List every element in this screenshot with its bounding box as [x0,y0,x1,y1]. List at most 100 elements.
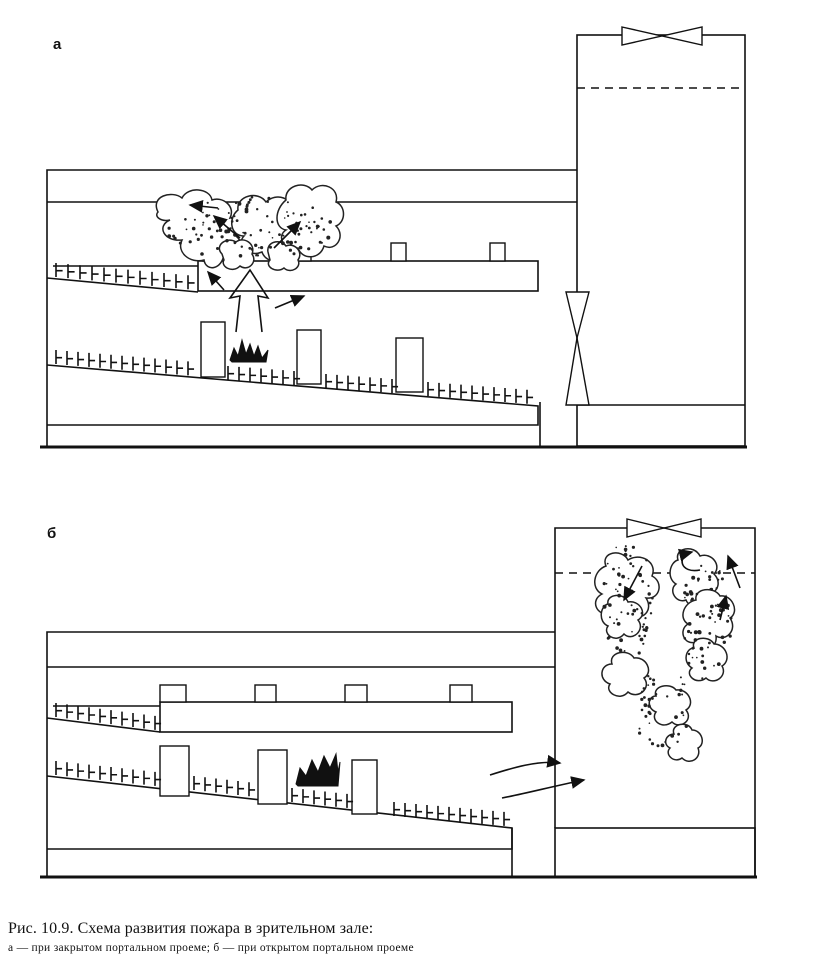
hot-air-up-arrow-a [228,268,270,333]
smoke-speck [647,684,650,686]
seat-tick [335,792,343,807]
smoke-speck [638,727,641,730]
smoke-speck [618,582,622,587]
seat-tick [449,383,457,398]
seat-tick [154,771,162,786]
smoke-speck [623,552,628,557]
smoke-speck [200,252,204,256]
smoke-speck [209,235,214,239]
panel-b-diagram [40,518,757,879]
smoke-speck [225,239,229,243]
smoke-speck [689,591,694,596]
smoke-speck [307,226,311,230]
smoke-speck [681,693,684,696]
seat-tick [248,782,256,797]
smoke-speck [640,697,644,702]
smoke-speck [727,615,730,617]
balcony-exit-b-4 [449,684,473,703]
smoke-speck [322,228,326,231]
smoke-speck [240,245,243,248]
smoke-speck [710,571,714,574]
smoke-speck [286,240,290,244]
smoke-speck [641,580,645,583]
seat-tick [165,359,173,374]
smoke-speck [292,252,296,256]
smoke-speck [631,612,635,616]
seat-tick [324,791,332,806]
smoke-speck [246,203,249,207]
smoke-speck [700,564,703,568]
smoke-arrow-a-2 [212,214,241,239]
smoke-speck [248,198,252,202]
smoke-speck [696,577,700,581]
seat-tick [176,360,184,375]
smoke-speck [700,660,705,664]
smoke-speck [660,743,665,748]
seat-tick [391,379,399,393]
smoke-speck [300,213,303,217]
smoke-speck [632,565,635,568]
smoke-speck [185,228,188,231]
seat-tick [132,769,140,784]
balcony-exit-b-1 [159,684,187,703]
smoke-speck [651,697,654,700]
seat-tick [154,715,162,730]
seat-rows-stalls-a [55,350,534,404]
smoke-speck [207,227,211,231]
smoke-speck [173,236,177,241]
smoke-speck [227,212,230,214]
seat-tick [336,374,344,389]
smoke-speck [167,234,172,239]
smoke-speck [255,254,258,257]
smoke-speck [690,597,694,601]
smoke-speck [248,246,252,250]
smoke-arrow-b-1 [623,565,643,602]
seat-tick [215,778,223,793]
smoke-speck [638,634,641,638]
smoke-speck [698,615,702,618]
seat-tick [492,810,500,825]
smoke-speck [710,604,714,609]
seat-rows-balcony-a [55,263,195,290]
airflow-arrow-b-2 [501,776,586,799]
seat-tick [88,352,96,367]
smoke-speck [696,656,698,659]
seat-tick [77,763,85,778]
smoke-arrow-a-3 [273,220,302,249]
smoke-speck [286,201,289,204]
smoke-speck [647,584,650,588]
smoke-speck [602,604,607,609]
smoke-speck [320,217,324,220]
smoke-speck [647,675,650,678]
smoke-speck [644,714,648,718]
smoke-speck [310,231,313,234]
smoke-speck [260,246,264,250]
seat-tick [526,389,534,404]
smoke-speck [258,246,260,249]
stalls-exit-b-3 [351,759,378,815]
smoke-speck [709,587,714,591]
smoke-speck [202,211,204,214]
seat-tick [55,263,63,277]
stalls-exit-b-2 [257,749,288,805]
smoke-speck [233,215,236,218]
smoke-speck [689,631,693,634]
hall-outline-b [46,631,555,877]
seat-tick [346,793,354,808]
smoke-speck [254,243,258,247]
smoke-speck [608,603,612,607]
smoke-speck [616,622,621,626]
smoke-speck [684,583,688,587]
seat-tick [482,386,490,401]
smoke-speck [697,630,702,635]
hall-outline-a [46,169,577,447]
smoke-speck [670,734,675,738]
seat-tick [55,350,63,364]
seat-tick [115,268,123,283]
seat-tick [347,375,355,390]
seat-tick [404,802,412,817]
smoke-speck [615,618,618,621]
smoke-speck [256,208,259,211]
smoke-speck [233,241,237,245]
smoke-speck [289,240,293,245]
